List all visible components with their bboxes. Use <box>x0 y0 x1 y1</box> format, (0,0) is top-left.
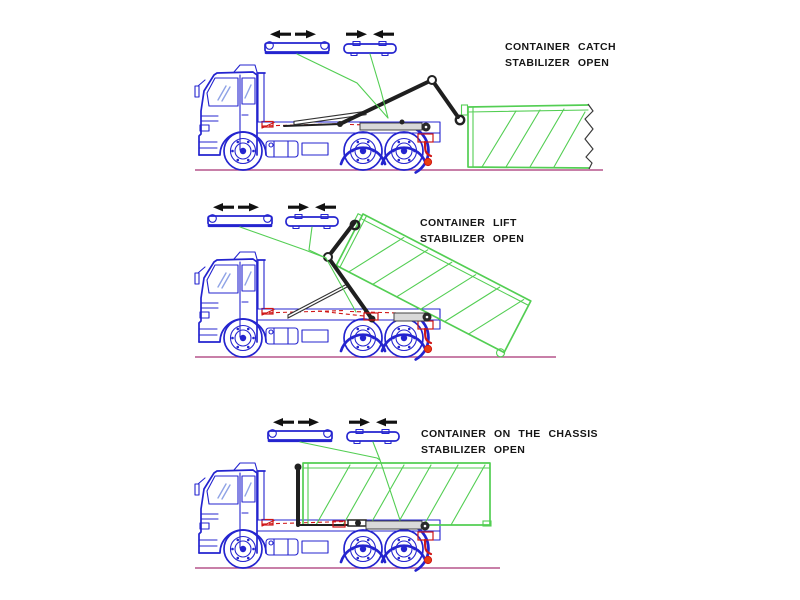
slide-tube <box>359 122 423 131</box>
hook-arm-lift <box>287 219 432 323</box>
hook-section <box>430 78 460 119</box>
slide-tube <box>365 520 423 530</box>
red-fitting <box>332 520 346 528</box>
leader-line <box>379 459 401 521</box>
panel1-label-line2: STABILIZER OPEN <box>505 57 609 69</box>
clamp-control-icon <box>344 30 396 56</box>
container-on-ground <box>460 103 594 170</box>
container-on-chassis <box>302 462 492 527</box>
leader-line <box>372 441 381 461</box>
panel-container-catch: CONTAINER CATCH STABILIZER OPEN <box>195 30 616 173</box>
slide-control-icon <box>208 203 272 226</box>
hook <box>294 463 302 471</box>
panel-container-on-chassis: CONTAINER ON THE CHASSIS STABILIZER OPEN <box>195 418 598 571</box>
container-rear-foot <box>482 520 492 527</box>
leader-line <box>308 226 327 259</box>
leader-line <box>296 53 389 119</box>
container-rear-roller <box>495 348 506 358</box>
panel2-label-line1: CONTAINER LIFT <box>420 217 517 229</box>
leader-line <box>369 53 389 119</box>
clamp-control-icon <box>286 203 338 229</box>
hook-section <box>326 221 356 259</box>
container-hook-bar <box>460 104 469 116</box>
slide-tube <box>393 312 427 322</box>
hook-arm-catch <box>283 75 466 132</box>
boom <box>338 78 434 126</box>
slide-control-icon <box>268 418 332 441</box>
panel-container-lift: CONTAINER LIFT STABILIZER OPEN <box>195 203 556 360</box>
panel1-label-line1: CONTAINER CATCH <box>505 41 616 53</box>
container-tilted <box>335 212 532 358</box>
hook <box>349 219 361 231</box>
slide-control-icon <box>265 30 329 53</box>
panel2-label-line2: STABILIZER OPEN <box>420 233 524 245</box>
truck <box>195 252 440 360</box>
truck <box>195 463 440 571</box>
red-fitting <box>363 312 379 321</box>
leader-line <box>299 441 381 461</box>
clamp-control-icon <box>347 418 399 444</box>
panel3-label-line1: CONTAINER ON THE CHASSIS <box>421 428 598 440</box>
panel3-label-line2: STABILIZER OPEN <box>421 444 525 456</box>
break-line <box>584 103 594 170</box>
leader-line <box>239 226 327 259</box>
hook <box>454 114 466 126</box>
leader-line <box>325 257 357 313</box>
boom <box>326 255 374 321</box>
hook-arm-stowed <box>294 463 430 531</box>
